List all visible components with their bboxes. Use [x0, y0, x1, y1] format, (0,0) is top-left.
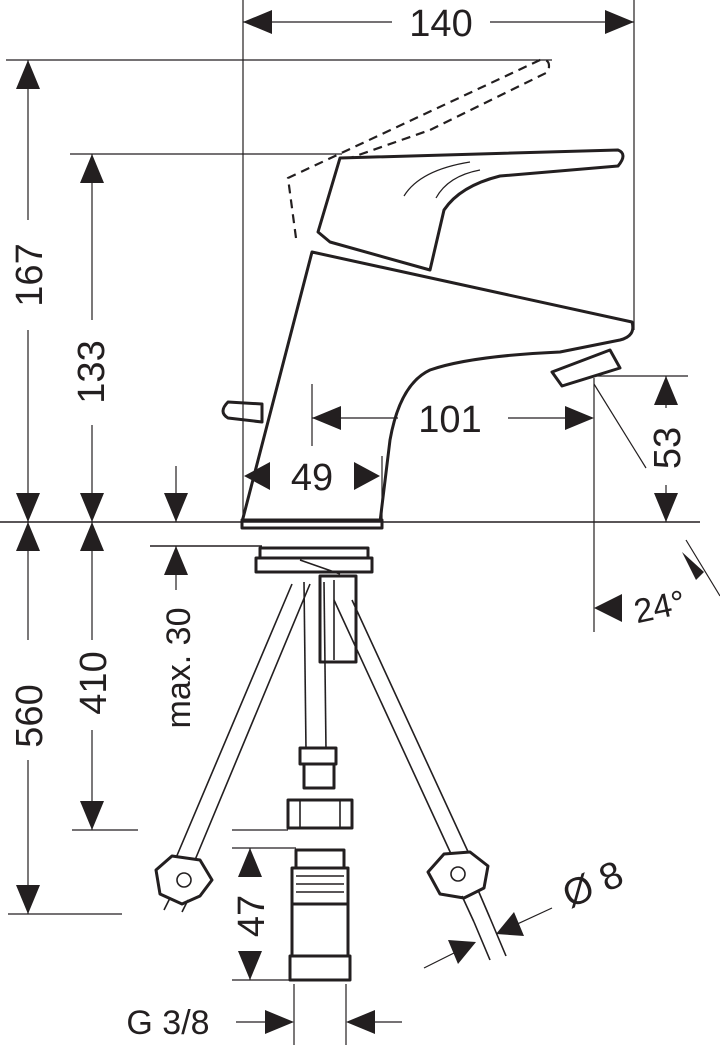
dim-label-thread: G 3/8 [126, 1004, 209, 1042]
lever-handle [316, 148, 625, 272]
dim-base-49: 49 [244, 456, 383, 522]
dim-angle-24: 24° [593, 378, 720, 632]
dim-below-560: 560 [8, 522, 122, 915]
mounting-hardware [254, 546, 374, 664]
dim-label-49: 49 [291, 457, 333, 499]
dim-label-560: 560 [9, 684, 51, 747]
dim-label-47: 47 [231, 895, 273, 937]
dim-label-133: 133 [71, 340, 113, 403]
dim-max-30: max. 30 [160, 466, 198, 728]
center-stem [286, 581, 354, 830]
dim-label-53: 53 [647, 427, 689, 469]
dim-height-167: 167 [6, 59, 552, 522]
dim-connector-47: 47 [231, 829, 296, 981]
faucet-body [221, 250, 635, 530]
dim-label-410: 410 [73, 651, 115, 714]
dim-label-167: 167 [9, 243, 51, 306]
dim-hose-410: 410 [72, 522, 138, 831]
dim-label-24: 24° [631, 583, 689, 631]
dim-reach-101: 101 [311, 384, 594, 446]
left-hose [154, 583, 311, 913]
dim-height-133: 133 [70, 153, 342, 522]
dim-width-140: 140 [242, 0, 635, 522]
dim-label-140: 140 [409, 3, 472, 45]
dim-label-101: 101 [418, 399, 481, 441]
dim-thread-g38: G 3/8 [126, 984, 402, 1045]
thread-connector [288, 848, 352, 982]
right-hose [333, 599, 507, 961]
dim-height-53: 53 [596, 375, 689, 522]
dim-label-diameter-8: Ø 8 [557, 853, 630, 916]
dim-label-max-30: max. 30 [160, 608, 198, 729]
